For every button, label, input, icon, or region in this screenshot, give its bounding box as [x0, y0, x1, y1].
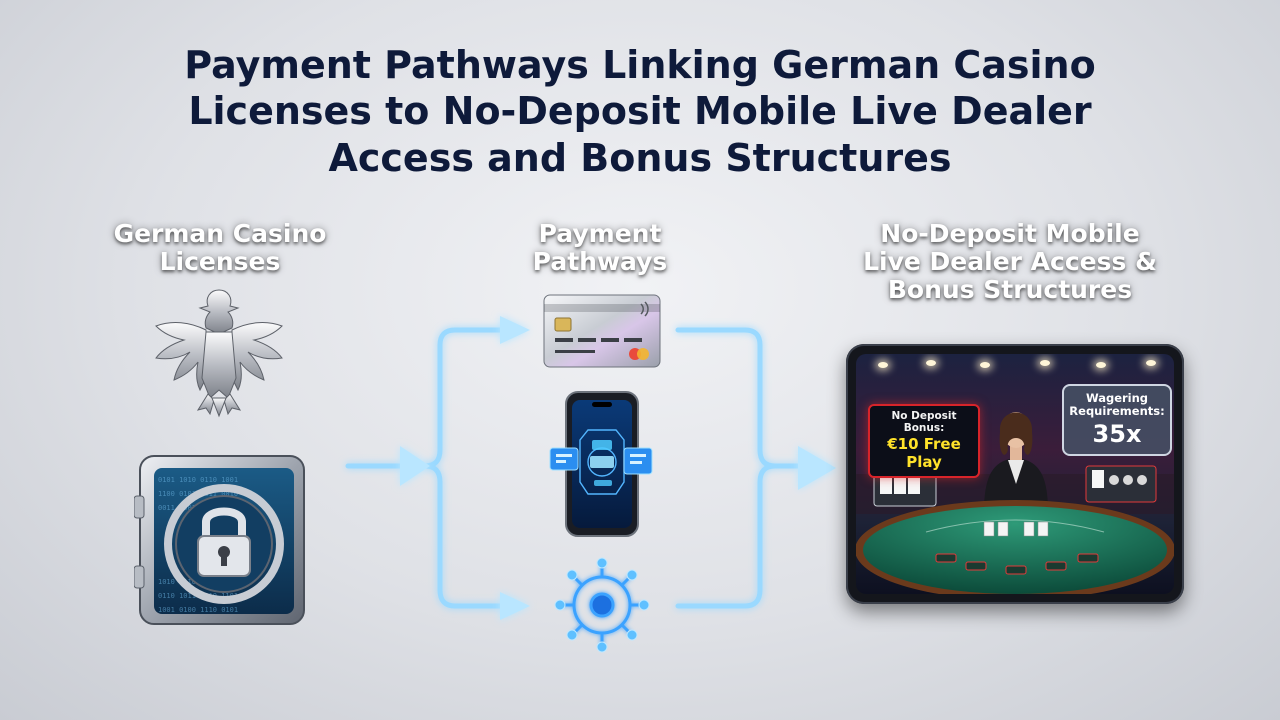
title-line-1: Payment Pathways Linking German Casino	[184, 43, 1096, 87]
nodeposit-heading-line-3: Bonus Structures	[887, 275, 1133, 304]
ceiling-light	[980, 362, 990, 368]
no-deposit-bonus-badge: No Deposit Bonus: €10 Free Play	[868, 404, 980, 478]
smartphone-payment-icon	[549, 391, 653, 537]
nodeposit-heading-line-2: Live Dealer Access &	[863, 247, 1157, 276]
crypto-network-icon	[554, 557, 650, 653]
ceiling-light	[1096, 362, 1106, 368]
wagering-value: 35x	[1092, 420, 1142, 449]
licenses-heading-line-2: Licenses	[159, 247, 281, 276]
live-dealer-scene	[856, 412, 1174, 594]
title-line-2: Licenses to No-Deposit Mobile Live Deale…	[188, 89, 1092, 134]
diagram-title: Payment Pathways Linking German Casino L…	[140, 42, 1140, 181]
svg-text:0101 1010 0110 1001: 0101 1010 0110 1001	[158, 476, 238, 484]
merge-top-line	[675, 327, 803, 469]
bottom-arrowhead	[500, 592, 530, 620]
padlock-vault-icon: 0101 1010 0110 1001 1100 0101 1011 0010 …	[134, 455, 305, 625]
payments-heading-line-1: Payment	[538, 219, 662, 248]
bonus-value: €10 Free Play	[887, 435, 961, 471]
live-dealer-tablet: No Deposit Bonus: €10 Free Play Wagering…	[846, 344, 1184, 604]
merge-bottom-line	[675, 463, 778, 609]
licenses-heading: German Casino Licenses	[100, 220, 340, 276]
tablet-screen: No Deposit Bonus: €10 Free Play Wagering…	[856, 354, 1174, 594]
eagle-emblem-icon	[155, 289, 283, 418]
ceiling-light	[926, 360, 936, 366]
wagering-label-line-2: Requirements:	[1069, 404, 1165, 419]
nodeposit-heading-line-1: No-Deposit Mobile	[880, 219, 1140, 248]
svg-text:1001 0100 1110 0101: 1001 0100 1110 0101	[158, 606, 238, 614]
input-arrowhead	[400, 446, 430, 486]
wagering-label: Wagering Requirements:	[1064, 391, 1170, 419]
ceiling-light	[1040, 360, 1050, 366]
dealer-figure	[984, 412, 1048, 512]
branch-bottom-line	[422, 463, 513, 609]
payments-heading-line-2: Pathways	[532, 247, 668, 276]
bonus-label: No Deposit Bonus:	[891, 410, 957, 434]
top-arrowhead	[500, 316, 530, 344]
licenses-heading-line-1: German Casino	[113, 219, 327, 248]
wagering-requirements-badge: Wagering Requirements: 35x	[1062, 384, 1172, 456]
nodeposit-heading: No-Deposit Mobile Live Dealer Access & B…	[850, 220, 1170, 304]
ceiling-light	[878, 362, 888, 368]
output-arrowhead	[798, 446, 836, 490]
ceiling-light	[1146, 360, 1156, 366]
payments-heading: Payment Pathways	[480, 220, 720, 276]
wagering-label-line-1: Wagering	[1085, 391, 1149, 405]
branch-top-line	[422, 327, 513, 469]
credit-card-icon	[543, 294, 661, 368]
title-line-3: Access and Bonus Structures	[328, 135, 952, 180]
